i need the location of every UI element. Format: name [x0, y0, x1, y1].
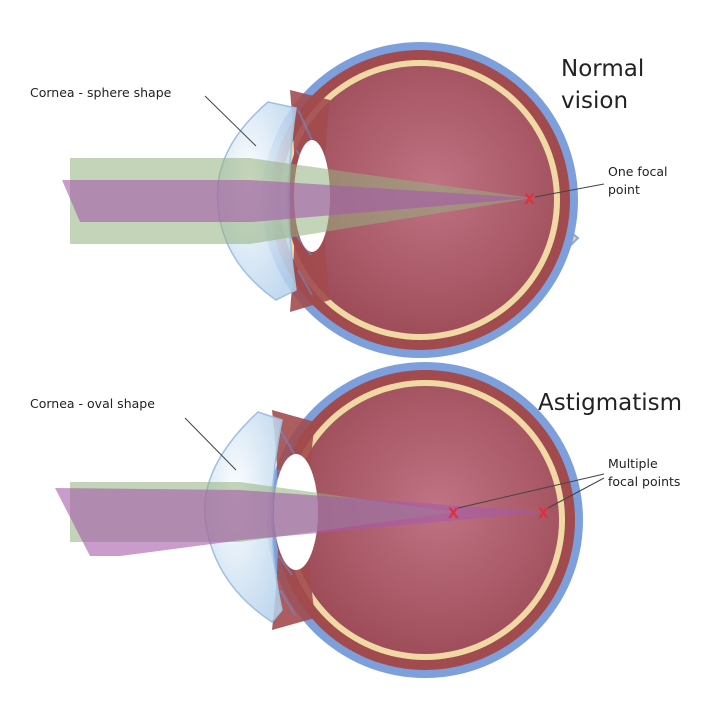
normal-focal-label-line1: One focal: [608, 164, 667, 179]
focal-leader-line: [534, 183, 605, 198]
astig-title: Astigmatism: [538, 390, 682, 416]
astig-focal-label-line2: focal points: [608, 474, 680, 489]
beam-purple: [55, 488, 545, 556]
focal-leader-line-far: [547, 477, 605, 509]
normal-title-line1: Normal: [561, 56, 644, 82]
normal-cornea-label: Cornea - sphere shape: [30, 85, 172, 100]
focal-point-x: X: [524, 192, 535, 208]
cornea-leader-line: [204, 95, 257, 147]
focal-leader-line-near: [457, 473, 605, 509]
normal-title-line2: vision: [561, 88, 628, 114]
normal-vision-eye: X: [62, 42, 605, 358]
focal-point-x-far: X: [538, 506, 549, 522]
astig-focal-label-line1: Multiple: [608, 456, 658, 471]
focal-point-x-near: X: [448, 506, 459, 522]
beam-purple: [62, 180, 532, 222]
cornea-leader-line: [184, 417, 237, 471]
astig-cornea-label: Cornea - oval shape: [30, 396, 155, 411]
normal-focal-label-line2: point: [608, 182, 640, 197]
astigmatism-eye: X X: [55, 362, 605, 678]
